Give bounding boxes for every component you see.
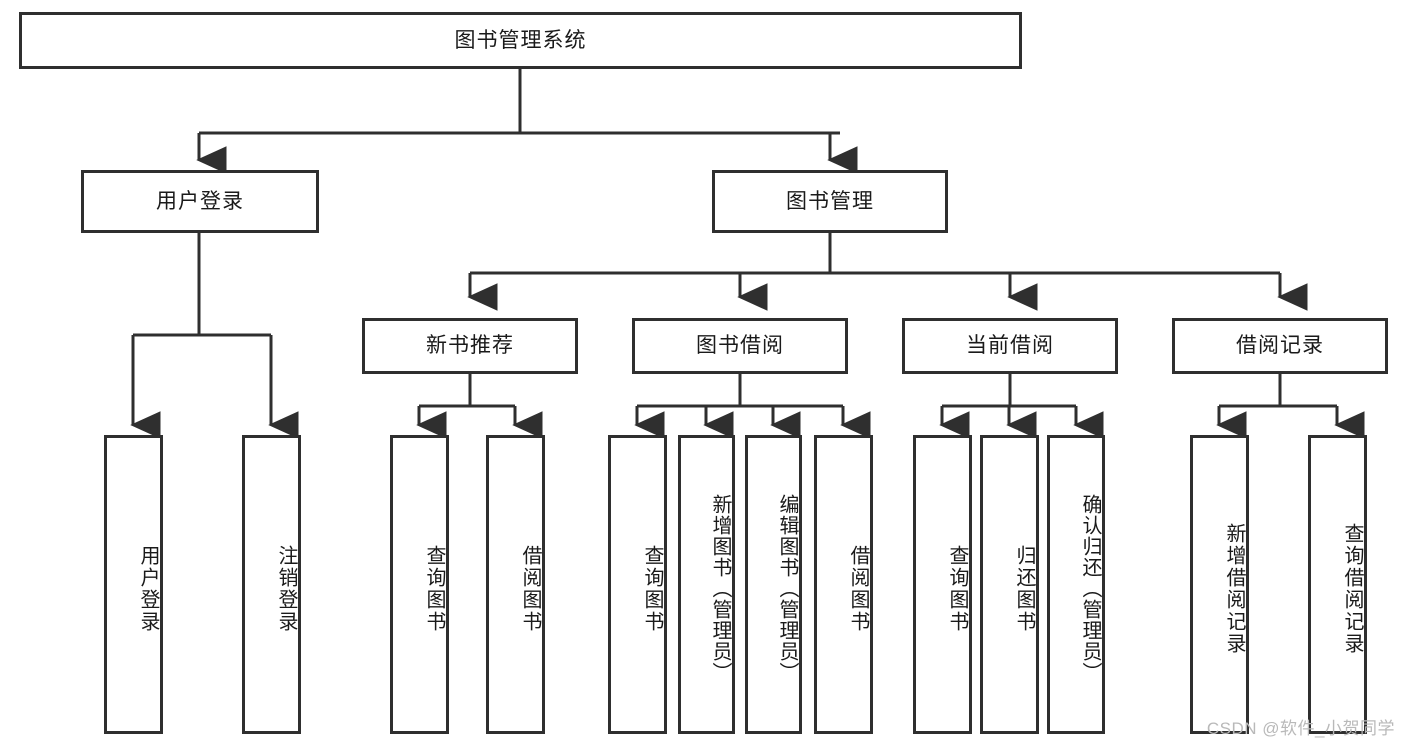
leaf-borrow-book[interactable]: 借阅图书 [814, 435, 873, 734]
csdn-watermark: CSDN @软件_小贺同学 [1206, 719, 1395, 738]
node-user-login[interactable]: 用户登录 [81, 170, 319, 233]
leaf-query-book-recommend[interactable]: 查询图书 [390, 435, 449, 734]
leaf-query-borrow-record[interactable]: 查询借阅记录 [1308, 435, 1367, 734]
leaf-user-logout[interactable]: 注销登录 [242, 435, 301, 734]
leaf-query-book-current[interactable]: 查询图书 [913, 435, 972, 734]
node-root-system[interactable]: 图书管理系统 [19, 12, 1022, 69]
leaf-add-borrow-record[interactable]: 新增借阅记录 [1190, 435, 1249, 734]
node-book-management[interactable]: 图书管理 [712, 170, 948, 233]
leaf-return-book[interactable]: 归还图书 [980, 435, 1039, 734]
node-borrow-record[interactable]: 借阅记录 [1172, 318, 1388, 374]
leaf-query-book-borrow[interactable]: 查询图书 [608, 435, 667, 734]
leaf-user-login[interactable]: 用户登录 [104, 435, 163, 734]
node-current-borrow[interactable]: 当前借阅 [902, 318, 1118, 374]
leaf-edit-book-admin[interactable]: 编辑图书（管理员） [745, 435, 802, 734]
leaf-borrow-book-recommend[interactable]: 借阅图书 [486, 435, 545, 734]
leaf-confirm-return-admin[interactable]: 确认归还（管理员） [1047, 435, 1105, 734]
node-book-borrow[interactable]: 图书借阅 [632, 318, 848, 374]
leaf-add-book-admin[interactable]: 新增图书（管理员） [678, 435, 735, 734]
node-new-book-recommend[interactable]: 新书推荐 [362, 318, 578, 374]
